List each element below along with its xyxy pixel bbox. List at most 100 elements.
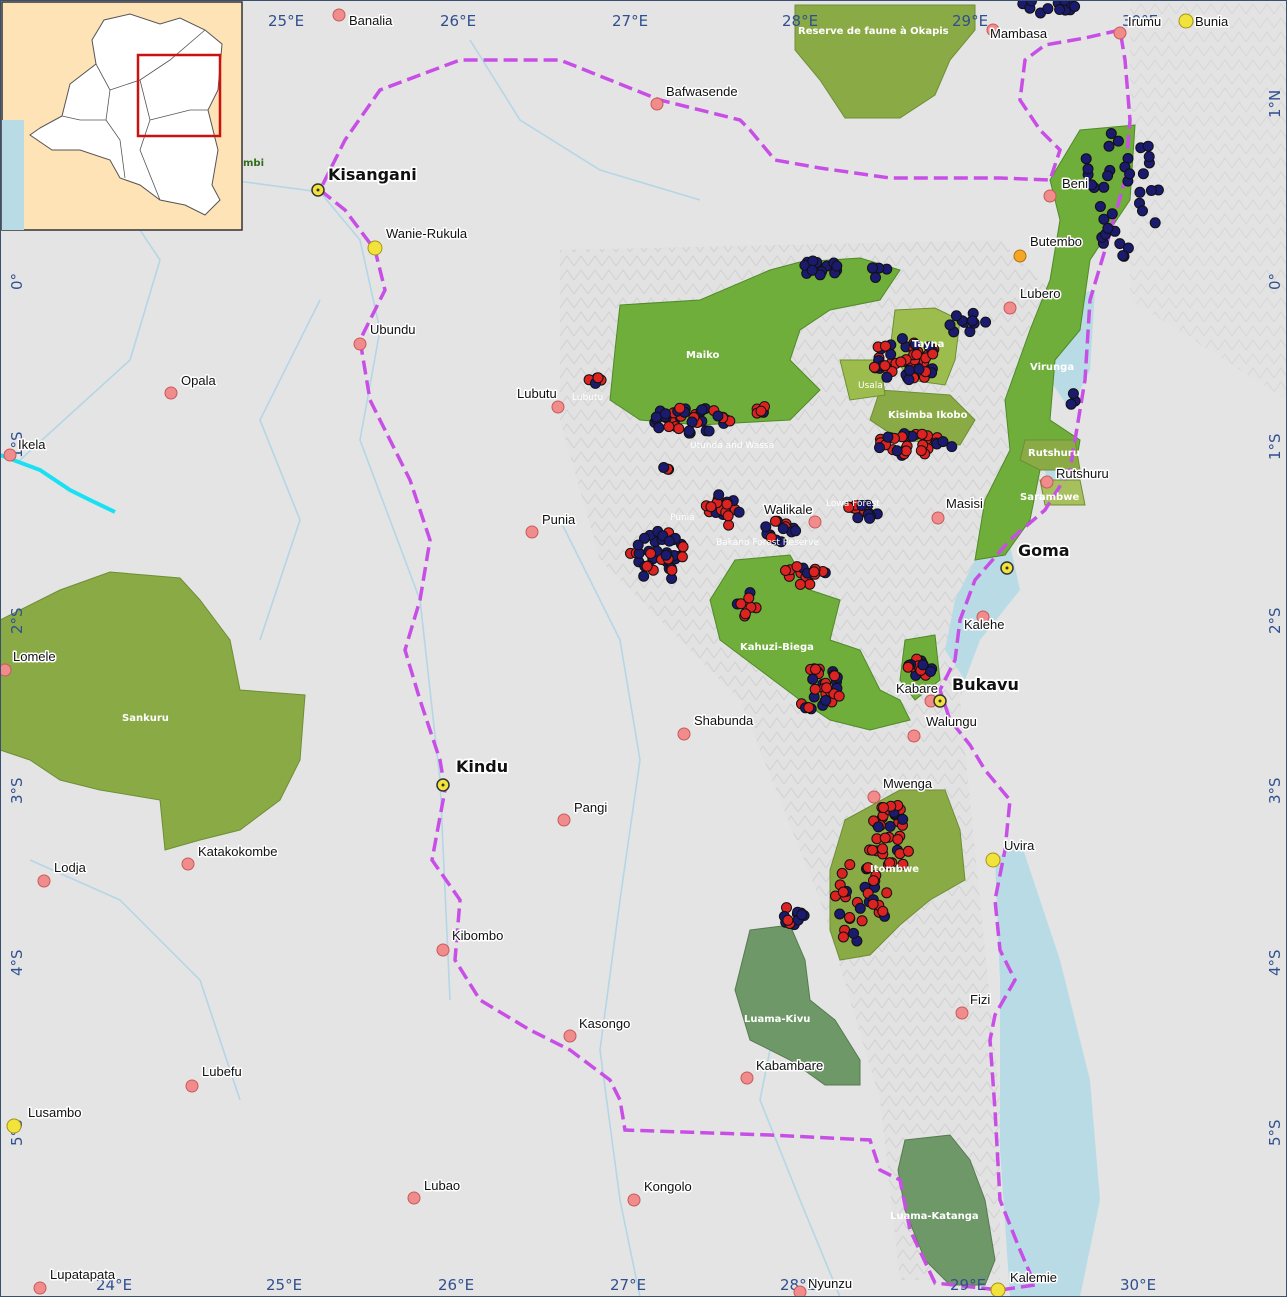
park-label: Sarambwe	[1020, 492, 1079, 503]
observation-red-dot	[892, 834, 904, 845]
city-label: Walikale	[764, 502, 813, 517]
city-marker	[740, 1071, 754, 1085]
city-lubao[interactable]: Lubao	[407, 1177, 462, 1205]
city-marker	[907, 729, 921, 743]
city-nyunzu[interactable]: Nyunzu	[793, 1275, 854, 1297]
city-kabambare[interactable]: Kabambare	[740, 1057, 825, 1085]
city-marker	[627, 1193, 641, 1207]
city-butembo[interactable]: Butembo	[1013, 233, 1084, 263]
city-punia[interactable]: Punia	[525, 511, 578, 539]
park-rutshuru	[1019, 439, 1081, 471]
observation-blue-dot	[867, 262, 878, 274]
city-uvira[interactable]: Uvira	[985, 837, 1037, 868]
city-shabunda[interactable]: Shabunda	[677, 712, 756, 741]
lon-label: 28°E	[780, 1276, 816, 1294]
city-masisi[interactable]: Masisi	[931, 495, 984, 525]
city-label: Irumu	[1128, 14, 1161, 29]
city-kibombo[interactable]: Kibombo	[436, 927, 505, 957]
city-walikale[interactable]: Walikale	[763, 501, 822, 529]
city-mwenga[interactable]: Mwenga	[867, 775, 934, 804]
city-ubundu[interactable]: Ubundu	[353, 321, 417, 351]
city-lupatapata[interactable]: Lupatapata	[33, 1266, 117, 1295]
observation-blue-dot	[1134, 186, 1146, 198]
lat-label: 5°S	[1266, 1119, 1284, 1146]
city-beni[interactable]: Beni	[1043, 175, 1090, 203]
observation-blue-dot	[896, 333, 908, 345]
observation-red-dot	[911, 349, 923, 360]
city-marker	[0, 663, 12, 677]
city-label: Lusambo	[28, 1105, 81, 1120]
city-label: Kabambare	[756, 1058, 823, 1073]
city-lubutu[interactable]: Lubutu	[516, 385, 565, 414]
observation-blue-dot	[1124, 168, 1136, 180]
observation-blue-dot	[1069, 1, 1081, 12]
city-bafwasende[interactable]: Bafwasende	[650, 83, 739, 111]
observation-red-dot	[844, 859, 856, 871]
park-label: Rutshuru	[1028, 448, 1080, 459]
observation-blue-dot	[820, 695, 832, 706]
city-walungu[interactable]: Walungu	[907, 713, 978, 743]
observation-blue-dot	[712, 410, 724, 422]
city-pangi[interactable]: Pangi	[557, 799, 609, 827]
observation-blue-dot	[686, 416, 698, 428]
city-katakokombe[interactable]: Katakokombe	[181, 843, 279, 871]
city-banalia[interactable]: Banalia	[332, 8, 395, 30]
city-kongolo[interactable]: Kongolo	[627, 1178, 693, 1207]
city-label: Butembo	[1030, 234, 1082, 249]
observation-blue-dot	[834, 908, 846, 920]
city-kalemie[interactable]: Kalemie	[990, 1269, 1058, 1297]
park-virunga	[974, 124, 1136, 561]
lat-label: 0°	[8, 273, 26, 290]
city-marker	[332, 8, 346, 22]
observation-blue-dot	[733, 506, 745, 518]
city-marker	[557, 813, 571, 827]
city-lodja[interactable]: Lodja	[37, 859, 88, 888]
city-fizi[interactable]: Fizi	[955, 991, 992, 1020]
observation-blue-dot	[950, 310, 962, 322]
observation-red-dot	[677, 541, 689, 553]
observation-blue-dot	[885, 348, 897, 360]
city-kabare[interactable]: Kabare	[895, 680, 939, 708]
graticule-top: 25°E 26°E 27°E 28°E 29°E 30°E	[268, 12, 1158, 30]
observation-red-dot	[862, 862, 874, 874]
lon-label: 25°E	[268, 12, 304, 30]
observation-blue-dot	[1117, 250, 1129, 262]
observation-blue-dot	[790, 525, 802, 537]
city-goma[interactable]: Goma	[1000, 539, 1071, 575]
city-bukavu[interactable]: Bukavu	[933, 673, 1021, 708]
city-irumu[interactable]: Irumu	[1113, 13, 1163, 40]
observation-blue-dot	[870, 272, 881, 283]
city-kisangani[interactable]: Kisangani	[311, 163, 418, 197]
observation-red-dot	[836, 867, 848, 879]
city-kalehe[interactable]: Kalehe	[963, 610, 1006, 634]
city-rutshuru[interactable]: Rutshuru	[1040, 465, 1110, 489]
observation-red-dot	[879, 832, 891, 844]
city-lusambo[interactable]: Lusambo	[6, 1104, 83, 1134]
city-wanie-rukula[interactable]: Wanie-Rukula	[367, 225, 469, 256]
city-marker	[808, 515, 822, 529]
city-lubefu[interactable]: Lubefu	[185, 1063, 243, 1093]
city-opala[interactable]: Opala	[164, 372, 218, 400]
city-bunia[interactable]: Bunia	[1178, 13, 1231, 31]
park-label: Virunga	[1030, 362, 1074, 373]
observation-blue-dot	[904, 364, 916, 376]
city-marker	[1178, 13, 1194, 29]
lon-label: 30°E	[1120, 1276, 1156, 1294]
city-label: Kalemie	[1010, 1270, 1057, 1285]
city-label: Beni	[1062, 176, 1088, 191]
observation-blue-dot	[980, 316, 992, 328]
lon-label: 24°E	[96, 1276, 132, 1294]
city-kasongo[interactable]: Kasongo	[563, 1015, 632, 1043]
observation-blue-dot	[913, 363, 925, 375]
city-ikela[interactable]: Ikela	[3, 436, 48, 462]
city-mambasa[interactable]: Mambasa	[986, 23, 1049, 43]
city-lomele[interactable]: Lomele	[0, 648, 57, 677]
city-lubero[interactable]: Lubero	[1003, 285, 1062, 315]
city-kindu[interactable]: Kindu	[436, 755, 510, 792]
city-label: Lodja	[54, 860, 87, 875]
observation-blue-dot	[807, 255, 819, 267]
lat-label: 4°S	[1266, 949, 1284, 976]
observation-blue-dot	[1098, 181, 1110, 193]
city-label: Kibombo	[452, 928, 503, 943]
